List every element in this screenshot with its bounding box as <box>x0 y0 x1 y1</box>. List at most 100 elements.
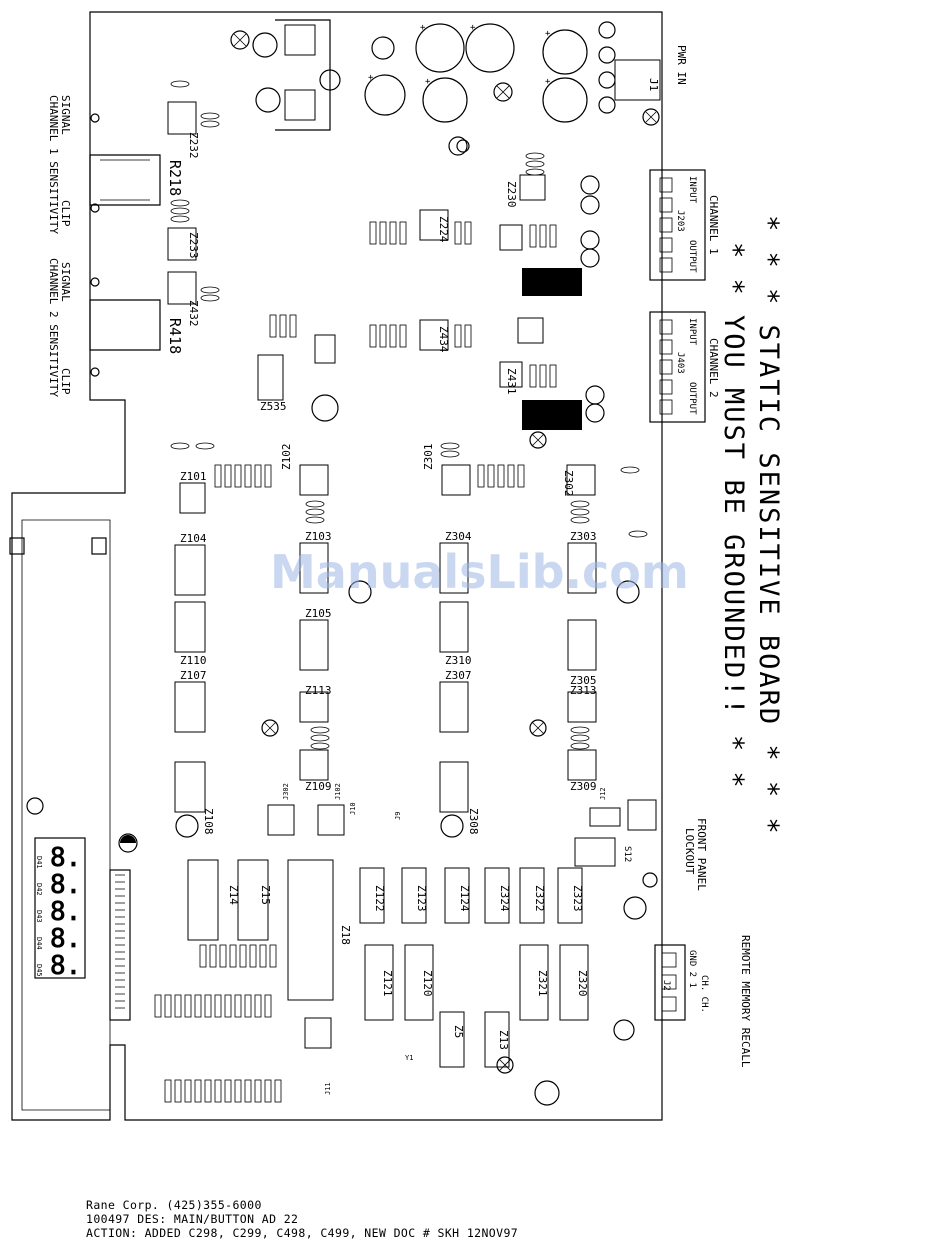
ic-label: Z15 <box>259 885 272 905</box>
ic-label: Z301 <box>422 444 435 471</box>
channel1-connector-label: J203 <box>675 210 685 232</box>
front-panel-lockout: FRONT PANEL LOCKOUT S12 <box>574 818 708 891</box>
channel2-input-label: INPUT <box>687 318 697 346</box>
footer-designation: 100497 DES: MAIN/BUTTON AD 22 <box>86 1212 299 1226</box>
document-footer: Rane Corp. (425)355-6000 100497 DES: MAI… <box>86 1198 518 1240</box>
ic-label: Z307 <box>445 669 472 682</box>
svg-text:+: + <box>420 23 426 33</box>
svg-text:8.: 8. <box>50 870 81 900</box>
channel2-connector-label: J403 <box>675 352 685 374</box>
edge-leds <box>90 113 100 377</box>
ic-label: Z109 <box>305 780 332 793</box>
front-buttons <box>9 139 470 853</box>
jumper-label-j12: J12 <box>599 787 607 800</box>
ic-label: Z324 <box>498 885 511 912</box>
ic-label: Z309 <box>570 780 597 793</box>
resistor-banks <box>154 221 557 1103</box>
ic-label: Z322 <box>533 885 546 912</box>
channel1-output-label: OUTPUT <box>687 240 697 273</box>
remote-ch-label: CH. CH. <box>699 975 709 1013</box>
ic-label: Z313 <box>570 684 597 697</box>
ic-label: Z120 <box>421 970 434 997</box>
front-panel-label-1: FRONT PANEL <box>695 818 708 891</box>
ic-grid <box>174 464 640 838</box>
ic-label: Z432 <box>187 300 200 327</box>
ic-label: Z5 <box>452 1025 465 1038</box>
ic-label: Z230 <box>505 181 518 208</box>
channel1-connector: INPUT OUTPUT J203 CHANNEL 1 <box>649 169 720 281</box>
channel2-sensitivity-label: CHANNEL 2 SENSITIVITY <box>47 258 60 397</box>
ic-label: Z113 <box>305 684 332 697</box>
jumper-label-j11: J11 <box>324 1082 332 1095</box>
ic-label: Z305 <box>570 674 597 687</box>
lower-ics <box>187 859 658 1106</box>
display-label-d42: D42 <box>35 883 43 896</box>
switch-label: S12 <box>622 846 632 862</box>
front-panel-label-2: LOCKOUT <box>683 828 696 875</box>
remote-label: REMOTE MEMORY RECALL <box>739 935 752 1068</box>
display-label-d41: D41 <box>35 856 43 869</box>
ic-label: Z101 <box>180 470 207 483</box>
signal-label-2: SIGNAL <box>59 262 72 302</box>
remote-connector-label: J2 <box>661 980 671 991</box>
ic-label: Z124 <box>458 885 471 912</box>
svg-text:+: + <box>545 77 551 87</box>
ic-label: Z110 <box>180 654 207 667</box>
ic-labels: Z232 Z233 Z432 Z224 Z230 Z434 Z431 Z535 … <box>180 132 597 1050</box>
static-warning-line2: * * YOU MUST BE GROUNDED!! * * <box>718 242 749 790</box>
svg-text:8.: 8. <box>50 897 81 927</box>
ic-label: Z108 <box>202 808 215 835</box>
small-capacitors <box>170 80 648 750</box>
channel2-label: CHANNEL 2 <box>707 338 720 398</box>
ic-label: Z18 <box>339 925 352 945</box>
channel2-connector: INPUT OUTPUT J403 CHANNEL 2 <box>649 311 720 423</box>
pwr-connector-label: J1 <box>647 78 660 91</box>
ic-label: Z105 <box>305 607 332 620</box>
ic-label: Z14 <box>227 885 240 905</box>
ic-label: Z323 <box>571 885 584 912</box>
ic-label: Z535 <box>260 400 287 413</box>
voltage-regulators: J1 <box>275 19 661 131</box>
jumper-label-j302: J302 <box>282 783 290 800</box>
ic-label: Z103 <box>305 530 332 543</box>
ic-label: Z224 <box>437 216 450 243</box>
jumper-label-j10: J10 <box>349 802 357 815</box>
ic-label: Z320 <box>576 970 589 997</box>
ic-label: Z434 <box>437 326 450 353</box>
ic-label: Z233 <box>187 232 200 259</box>
ic-label: Z104 <box>180 532 207 545</box>
clip-label-1: CLIP <box>59 200 72 227</box>
channel1-sensitivity-label: CHANNEL 1 SENSITIVITY <box>47 95 60 234</box>
crystal-label: Y1 <box>405 1054 413 1062</box>
ic-label: Z121 <box>381 970 394 997</box>
ic-label: Z13 <box>497 1030 510 1050</box>
ic-label: Z123 <box>415 885 428 912</box>
remote-memory-recall: REMOTE MEMORY RECALL GND 2 1 CH. CH. J2 <box>654 935 752 1068</box>
power-capacitors: + + + + + + <box>230 21 660 126</box>
ic-label: Z122 <box>373 885 386 912</box>
display-label-d44: D44 <box>35 937 43 950</box>
svg-text:+: + <box>368 73 374 83</box>
remote-pins-label: GND 2 1 <box>687 950 697 988</box>
pwr-in-label: PWR IN <box>675 45 688 85</box>
jumpers: J10 J9 J11 J12 J302 J102 Y1 <box>267 783 657 1095</box>
ic-label: Z308 <box>467 808 480 835</box>
channel1-label: CHANNEL 1 <box>707 195 720 255</box>
svg-text:8.: 8. <box>50 951 81 981</box>
board-outline <box>11 11 663 1121</box>
ic-label: Z304 <box>445 530 472 543</box>
pot-label-r218: R218 <box>166 160 184 196</box>
clip-label-2: CLIP <box>59 368 72 395</box>
channel1-input-label: INPUT <box>687 176 697 204</box>
ic-label: Z102 <box>280 444 293 471</box>
watermark: ManualsLib.com <box>270 545 689 599</box>
ic-label: Z303 <box>570 530 597 543</box>
jumper-label-j9: J9 <box>394 812 402 820</box>
signal-label-1: SIGNAL <box>59 95 72 135</box>
button-board-inner-outline <box>21 519 111 1111</box>
footer-company: Rane Corp. (425)355-6000 <box>86 1198 262 1212</box>
pot-label-r418: R418 <box>166 318 184 354</box>
ic-label: Z232 <box>187 132 200 159</box>
svg-text:8.: 8. <box>50 843 81 873</box>
